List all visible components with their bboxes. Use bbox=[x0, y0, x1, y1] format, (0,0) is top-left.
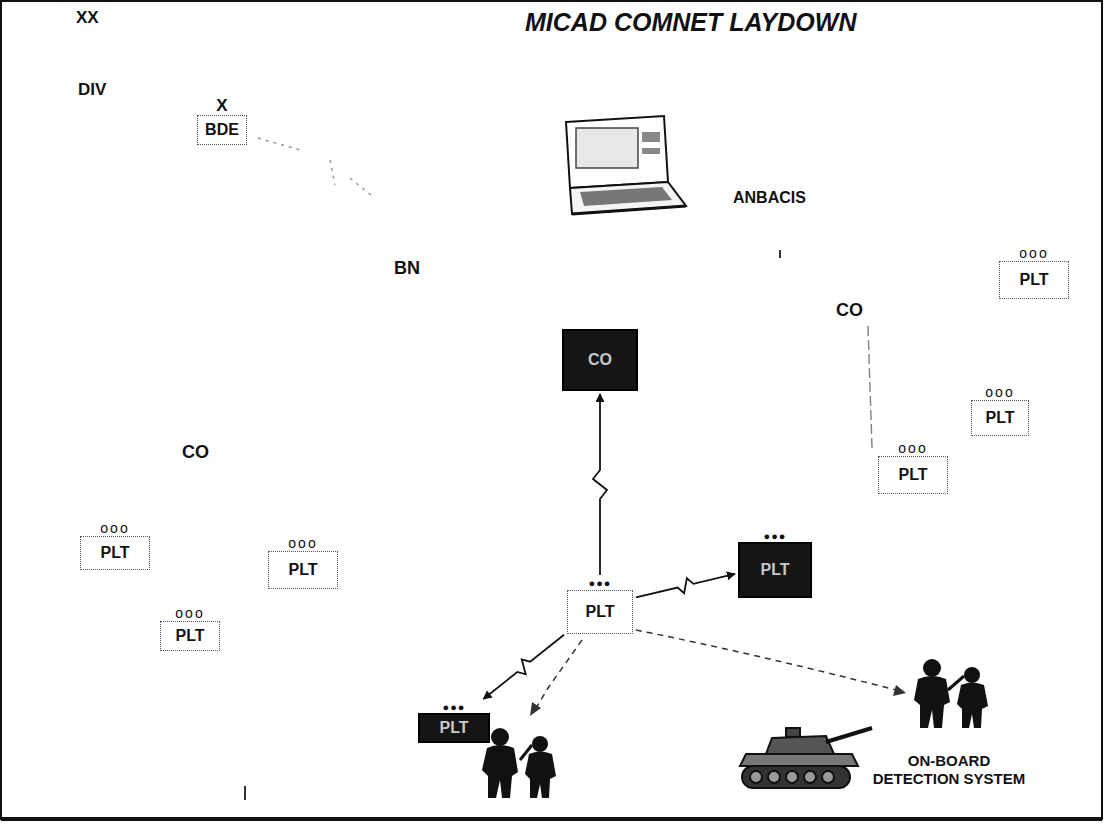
unit-name: CO bbox=[588, 351, 612, 369]
unit-name: BDE bbox=[205, 121, 239, 139]
laptop-icon bbox=[566, 116, 686, 214]
unit-label: CO bbox=[182, 442, 209, 464]
unit-size-symbol: ooo bbox=[288, 536, 317, 550]
unit-size-symbol: ooo bbox=[985, 385, 1014, 399]
unit-box-dark: ●●●PLT bbox=[418, 713, 490, 743]
tick-mark bbox=[779, 250, 781, 258]
unit-size-symbol: ooo bbox=[100, 521, 129, 535]
unit-box: oooPLT bbox=[268, 551, 338, 589]
unit-size-symbol: ●●● bbox=[764, 531, 787, 542]
unit-size-symbol: ●●● bbox=[443, 702, 466, 713]
arrowhead bbox=[893, 685, 906, 696]
unit-box-dark: CO bbox=[562, 329, 638, 391]
radio-link-arrow bbox=[593, 394, 607, 575]
dashed-link bbox=[636, 630, 896, 690]
tank-figure bbox=[740, 728, 872, 788]
faint-link bbox=[258, 138, 372, 196]
unit-box: oooPLT bbox=[999, 261, 1069, 299]
soldier-figure bbox=[482, 728, 556, 798]
frame-bottom bbox=[1, 817, 1102, 821]
unit-box: oooPLT bbox=[160, 621, 220, 651]
unit-name: PLT bbox=[439, 719, 468, 737]
unit-label: BN bbox=[394, 258, 420, 280]
unit-box: oooPLT bbox=[878, 456, 948, 494]
unit-box: XBDE bbox=[197, 115, 247, 145]
faint-link bbox=[868, 326, 872, 448]
tick-mark bbox=[244, 786, 246, 800]
unit-box: oooPLT bbox=[971, 400, 1029, 436]
unit-box-dark: ●●●PLT bbox=[738, 542, 812, 598]
unit-box: oooPLT bbox=[80, 536, 150, 570]
system-label: ANBACIS bbox=[733, 188, 806, 207]
diagram-title: MICAD COMNET LAYDOWN bbox=[525, 8, 856, 37]
unit-size-symbol: ●●● bbox=[589, 578, 612, 589]
unit-name: PLT bbox=[985, 409, 1014, 427]
echelon-mark: XX bbox=[76, 8, 99, 28]
unit-size-symbol: ooo bbox=[175, 606, 204, 620]
unit-name: PLT bbox=[585, 603, 614, 621]
unit-name: PLT bbox=[175, 627, 204, 645]
unit-name: PLT bbox=[288, 561, 317, 579]
unit-size-symbol: ooo bbox=[898, 441, 927, 455]
unit-label: CO bbox=[836, 300, 863, 322]
caption-label: ON-BOARD DETECTION SYSTEM bbox=[866, 752, 1032, 788]
soldier-figure bbox=[914, 659, 988, 728]
dashed-link bbox=[536, 640, 582, 708]
arrowhead bbox=[530, 702, 541, 716]
unit-name: PLT bbox=[898, 466, 927, 484]
unit-size-symbol: X bbox=[216, 97, 227, 114]
unit-box: ●●●PLT bbox=[567, 590, 633, 634]
radio-link-arrow bbox=[483, 635, 564, 699]
radio-link-arrow bbox=[636, 574, 735, 597]
unit-name: PLT bbox=[100, 544, 129, 562]
unit-size-symbol: ooo bbox=[1019, 246, 1048, 260]
unit-name: PLT bbox=[760, 561, 789, 579]
unit-label: DIV bbox=[78, 80, 106, 100]
unit-name: PLT bbox=[1019, 271, 1048, 289]
